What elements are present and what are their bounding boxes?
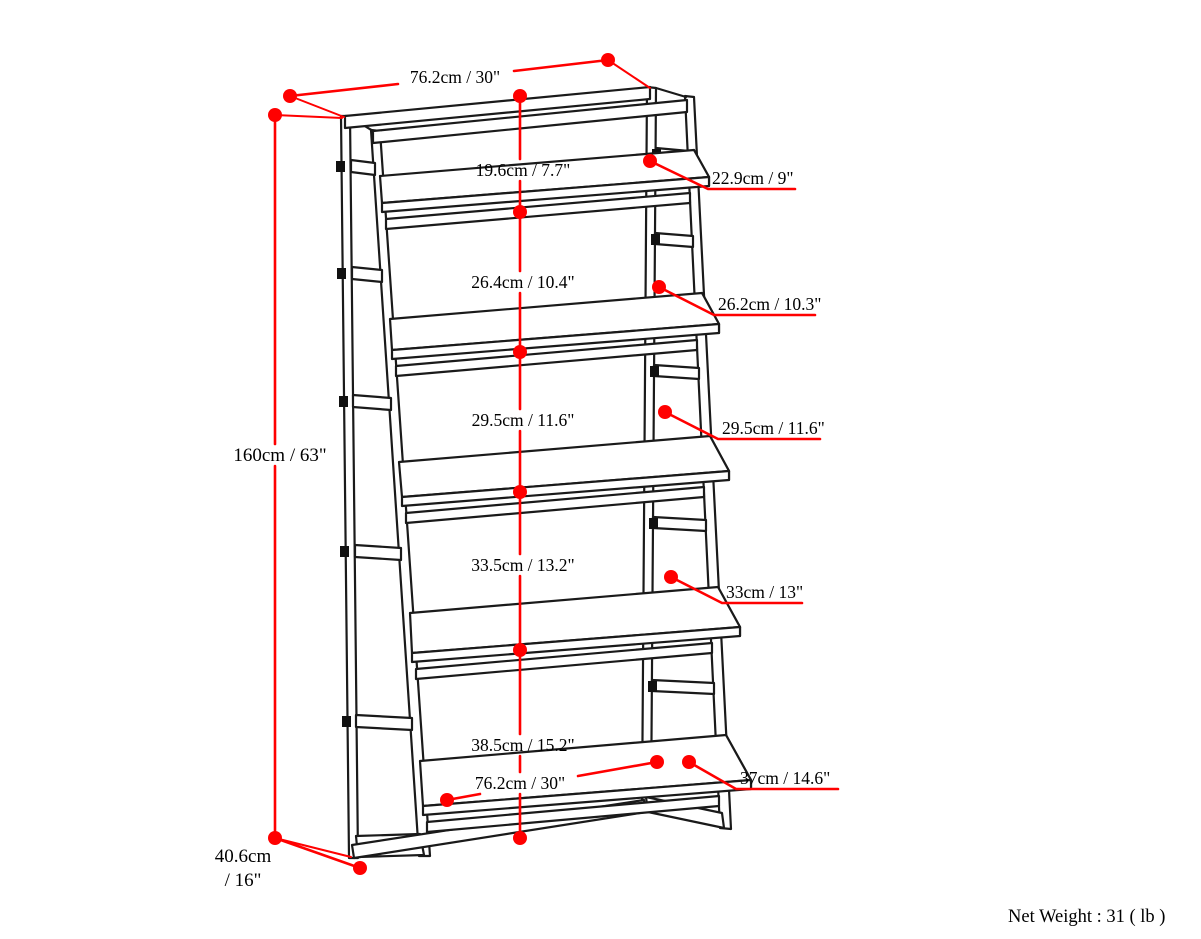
depth-leader-2 [657, 285, 817, 317]
dimension-endpoint-dot [513, 643, 527, 657]
ladder-rung [349, 158, 377, 177]
dimension-endpoint-dot [650, 755, 664, 769]
net-weight-label: Net Weight : 31 ( lb ) [1008, 907, 1165, 927]
shelf-gap-label-1: 19.6cm / 7.7" [476, 160, 571, 180]
shelf-depth-label-3: 29.5cm / 11.6" [722, 418, 825, 438]
height-dimension [273, 113, 352, 858]
top-back-rail [371, 98, 689, 145]
top-width-label: 76.2cm / 30" [410, 67, 500, 87]
base-depth-label-line2: / 16" [225, 870, 262, 891]
shelf-apron [404, 485, 706, 525]
rung-tenon [336, 161, 345, 172]
dimension-endpoint-dot [268, 108, 282, 122]
base-depth-label-line1: 40.6cm [215, 846, 272, 867]
shelf-front-edge [390, 322, 721, 361]
depth-leader-3 [663, 410, 822, 441]
rung-tenon [337, 268, 346, 279]
shelf-gap-label-5: 38.5cm / 15.2" [471, 735, 574, 755]
shelf-apron [414, 641, 714, 681]
dimension-endpoint-dot [353, 861, 367, 875]
ladder-rung [651, 515, 708, 533]
shelf-front-edge [410, 625, 742, 664]
shelf-front-edge [380, 175, 711, 214]
shelf-unit-drawing [336, 85, 753, 860]
shelf-depth-leaders [648, 159, 840, 791]
ladder-rung [354, 713, 414, 732]
shelf-depth-label-2: 26.2cm / 10.3" [718, 294, 821, 314]
dimension-endpoint-dot [652, 280, 666, 294]
shelf-5 [418, 733, 753, 834]
dimension-endpoint-dot [643, 154, 657, 168]
ladder-rung [353, 543, 403, 562]
rung-tenon [342, 716, 351, 727]
shelf-3 [397, 434, 731, 525]
dimension-endpoint-dot [513, 831, 527, 845]
rung-tenon [649, 518, 658, 529]
dimension-endpoint-dot [268, 831, 282, 845]
shelf-gap-label-2: 26.4cm / 10.4" [471, 272, 574, 292]
bottom-width-label: 76.2cm / 30" [475, 773, 565, 793]
dimension-dots [268, 53, 696, 875]
ladder-rung [351, 393, 393, 412]
shelf-gap-label-3: 29.5cm / 11.6" [472, 410, 575, 430]
dimension-endpoint-dot [283, 89, 297, 103]
dimension-endpoint-dot [513, 89, 527, 103]
depth-leader-1 [648, 159, 797, 191]
shelf-apron [425, 794, 721, 834]
top-front-rail [343, 85, 652, 130]
dimension-endpoint-dot [513, 205, 527, 219]
rung-tenon [650, 366, 659, 377]
ladder-rung [650, 678, 716, 696]
shelf-apron [394, 338, 699, 378]
shelf-gap-label-4: 33.5cm / 13.2" [471, 555, 574, 575]
dimension-endpoint-dot [513, 485, 527, 499]
base-depth-dimension [273, 836, 362, 870]
right-frame-top-edge [654, 86, 688, 99]
shelf-4 [408, 585, 742, 681]
dimension-endpoint-dot [682, 755, 696, 769]
top-rails [343, 85, 689, 145]
ladder-rung [350, 265, 384, 284]
dimension-endpoint-dot [664, 570, 678, 584]
rung-tenon [651, 234, 660, 245]
shelf-depth-label-4: 33cm / 13" [726, 582, 803, 602]
shelf-front-edge [400, 469, 731, 508]
rung-tenon [340, 546, 349, 557]
depth-leader-5 [687, 760, 840, 791]
shelf-depth-label-5: 37cm / 14.6" [740, 768, 830, 788]
top-width-dimension [288, 58, 651, 118]
dimension-endpoint-dot [601, 53, 615, 67]
shelf-1 [378, 148, 711, 231]
dimension-endpoint-dot [440, 793, 454, 807]
dimension-endpoint-dot [513, 345, 527, 359]
dimension-endpoint-dot [658, 405, 672, 419]
ladder-rung [653, 231, 695, 249]
rung-tenon [648, 681, 657, 692]
shelf-apron [384, 191, 692, 231]
dimension-annotations [268, 53, 840, 875]
ladder-rung [652, 363, 701, 381]
left-front-post [339, 114, 360, 860]
height-label: 160cm / 63" [233, 445, 326, 466]
rung-tenon [339, 396, 348, 407]
depth-leader-4 [669, 575, 804, 605]
shelf-2 [388, 291, 721, 378]
dimension-labels: 76.2cm / 30" 19.6cm / 7.7" 26.4cm / 10.4… [215, 67, 1166, 927]
shelf-depth-label-1: 22.9cm / 9" [712, 168, 794, 188]
